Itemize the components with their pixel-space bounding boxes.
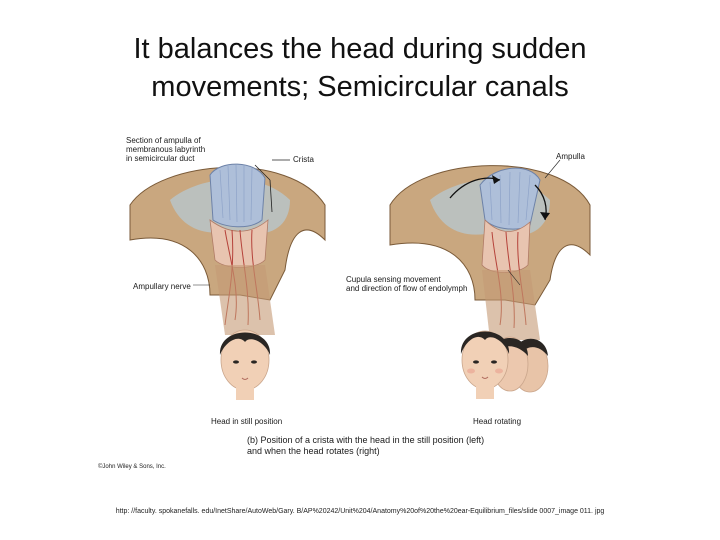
crista-illustration	[90, 120, 620, 480]
slide-title-line-2: movements; Semicircular canals	[40, 68, 680, 106]
label-ampullary-nerve: Ampullary nerve	[133, 282, 191, 291]
crista-figure: Section of ampulla of membranous labyrin…	[90, 120, 620, 480]
ampulla-left-diagram	[130, 160, 325, 335]
copyright-notice: ©John Wiley & Sons, Inc.	[98, 464, 166, 471]
head-still-portrait	[220, 330, 270, 400]
source-url: http: //faculty. spokanefalls. edu/InetS…	[40, 507, 680, 516]
ampulla-right-diagram	[390, 160, 590, 340]
slide-title: It balances the head during sudden movem…	[40, 30, 680, 106]
slide-title-line-1: It balances the head during sudden	[40, 30, 680, 68]
label-crista: Crista	[293, 155, 314, 164]
label-ampulla: Ampulla	[556, 152, 585, 161]
head-rotating-portrait	[461, 331, 548, 399]
label-section-of-ampulla: Section of ampulla of membranous labyrin…	[126, 136, 246, 163]
label-head-still: Head in still position	[211, 417, 282, 426]
label-head-rotating: Head rotating	[473, 417, 521, 426]
label-cupula-sensing: Cupula sensing movement and direction of…	[346, 275, 566, 293]
figure-caption: (b) Position of a crista with the head i…	[247, 435, 547, 457]
